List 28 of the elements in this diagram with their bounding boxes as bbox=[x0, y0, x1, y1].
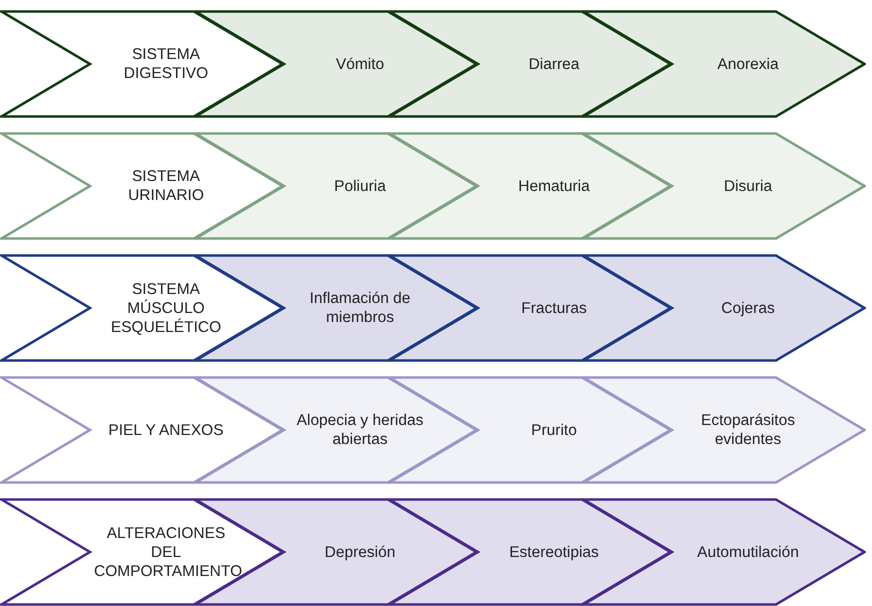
step-label: Alopecia y heridas abiertas bbox=[296, 411, 424, 449]
step-label: Diarrea bbox=[528, 54, 580, 74]
chevron-step bbox=[0, 498, 284, 606]
step-label: Cojeras bbox=[720, 298, 776, 318]
step-label: SISTEMA URINARIO bbox=[127, 167, 205, 205]
chevron-step bbox=[0, 10, 284, 118]
chevron-step bbox=[0, 132, 284, 240]
step-label: PIEL Y ANEXOS bbox=[107, 420, 225, 440]
step-label: Prurito bbox=[530, 420, 578, 440]
step-label: Fracturas bbox=[520, 298, 588, 318]
step-label: Depresión bbox=[324, 542, 396, 562]
step-label: Ectoparásitos evidentes bbox=[700, 411, 796, 449]
chevron-step bbox=[0, 254, 284, 362]
step-label: Inflamación de miembros bbox=[308, 289, 412, 327]
step-label: Disuria bbox=[722, 176, 774, 196]
chevron-step bbox=[582, 10, 866, 118]
step-label: Estereotipias bbox=[508, 542, 600, 562]
step-label: Automutilación bbox=[696, 542, 800, 562]
chevron-step bbox=[388, 10, 672, 118]
chevron-step bbox=[388, 132, 672, 240]
step-label: Vómito bbox=[334, 54, 386, 74]
chevron-step bbox=[582, 376, 866, 484]
step-label: Poliuria bbox=[333, 176, 387, 196]
step-label: Hematuria bbox=[517, 176, 591, 196]
step-label: SISTEMA MÚSCULO ESQUELÉTICO bbox=[110, 280, 222, 336]
step-label: Anorexia bbox=[716, 54, 780, 74]
chevron-step bbox=[0, 376, 284, 484]
step-label: SISTEMA DIGESTIVO bbox=[122, 45, 210, 83]
